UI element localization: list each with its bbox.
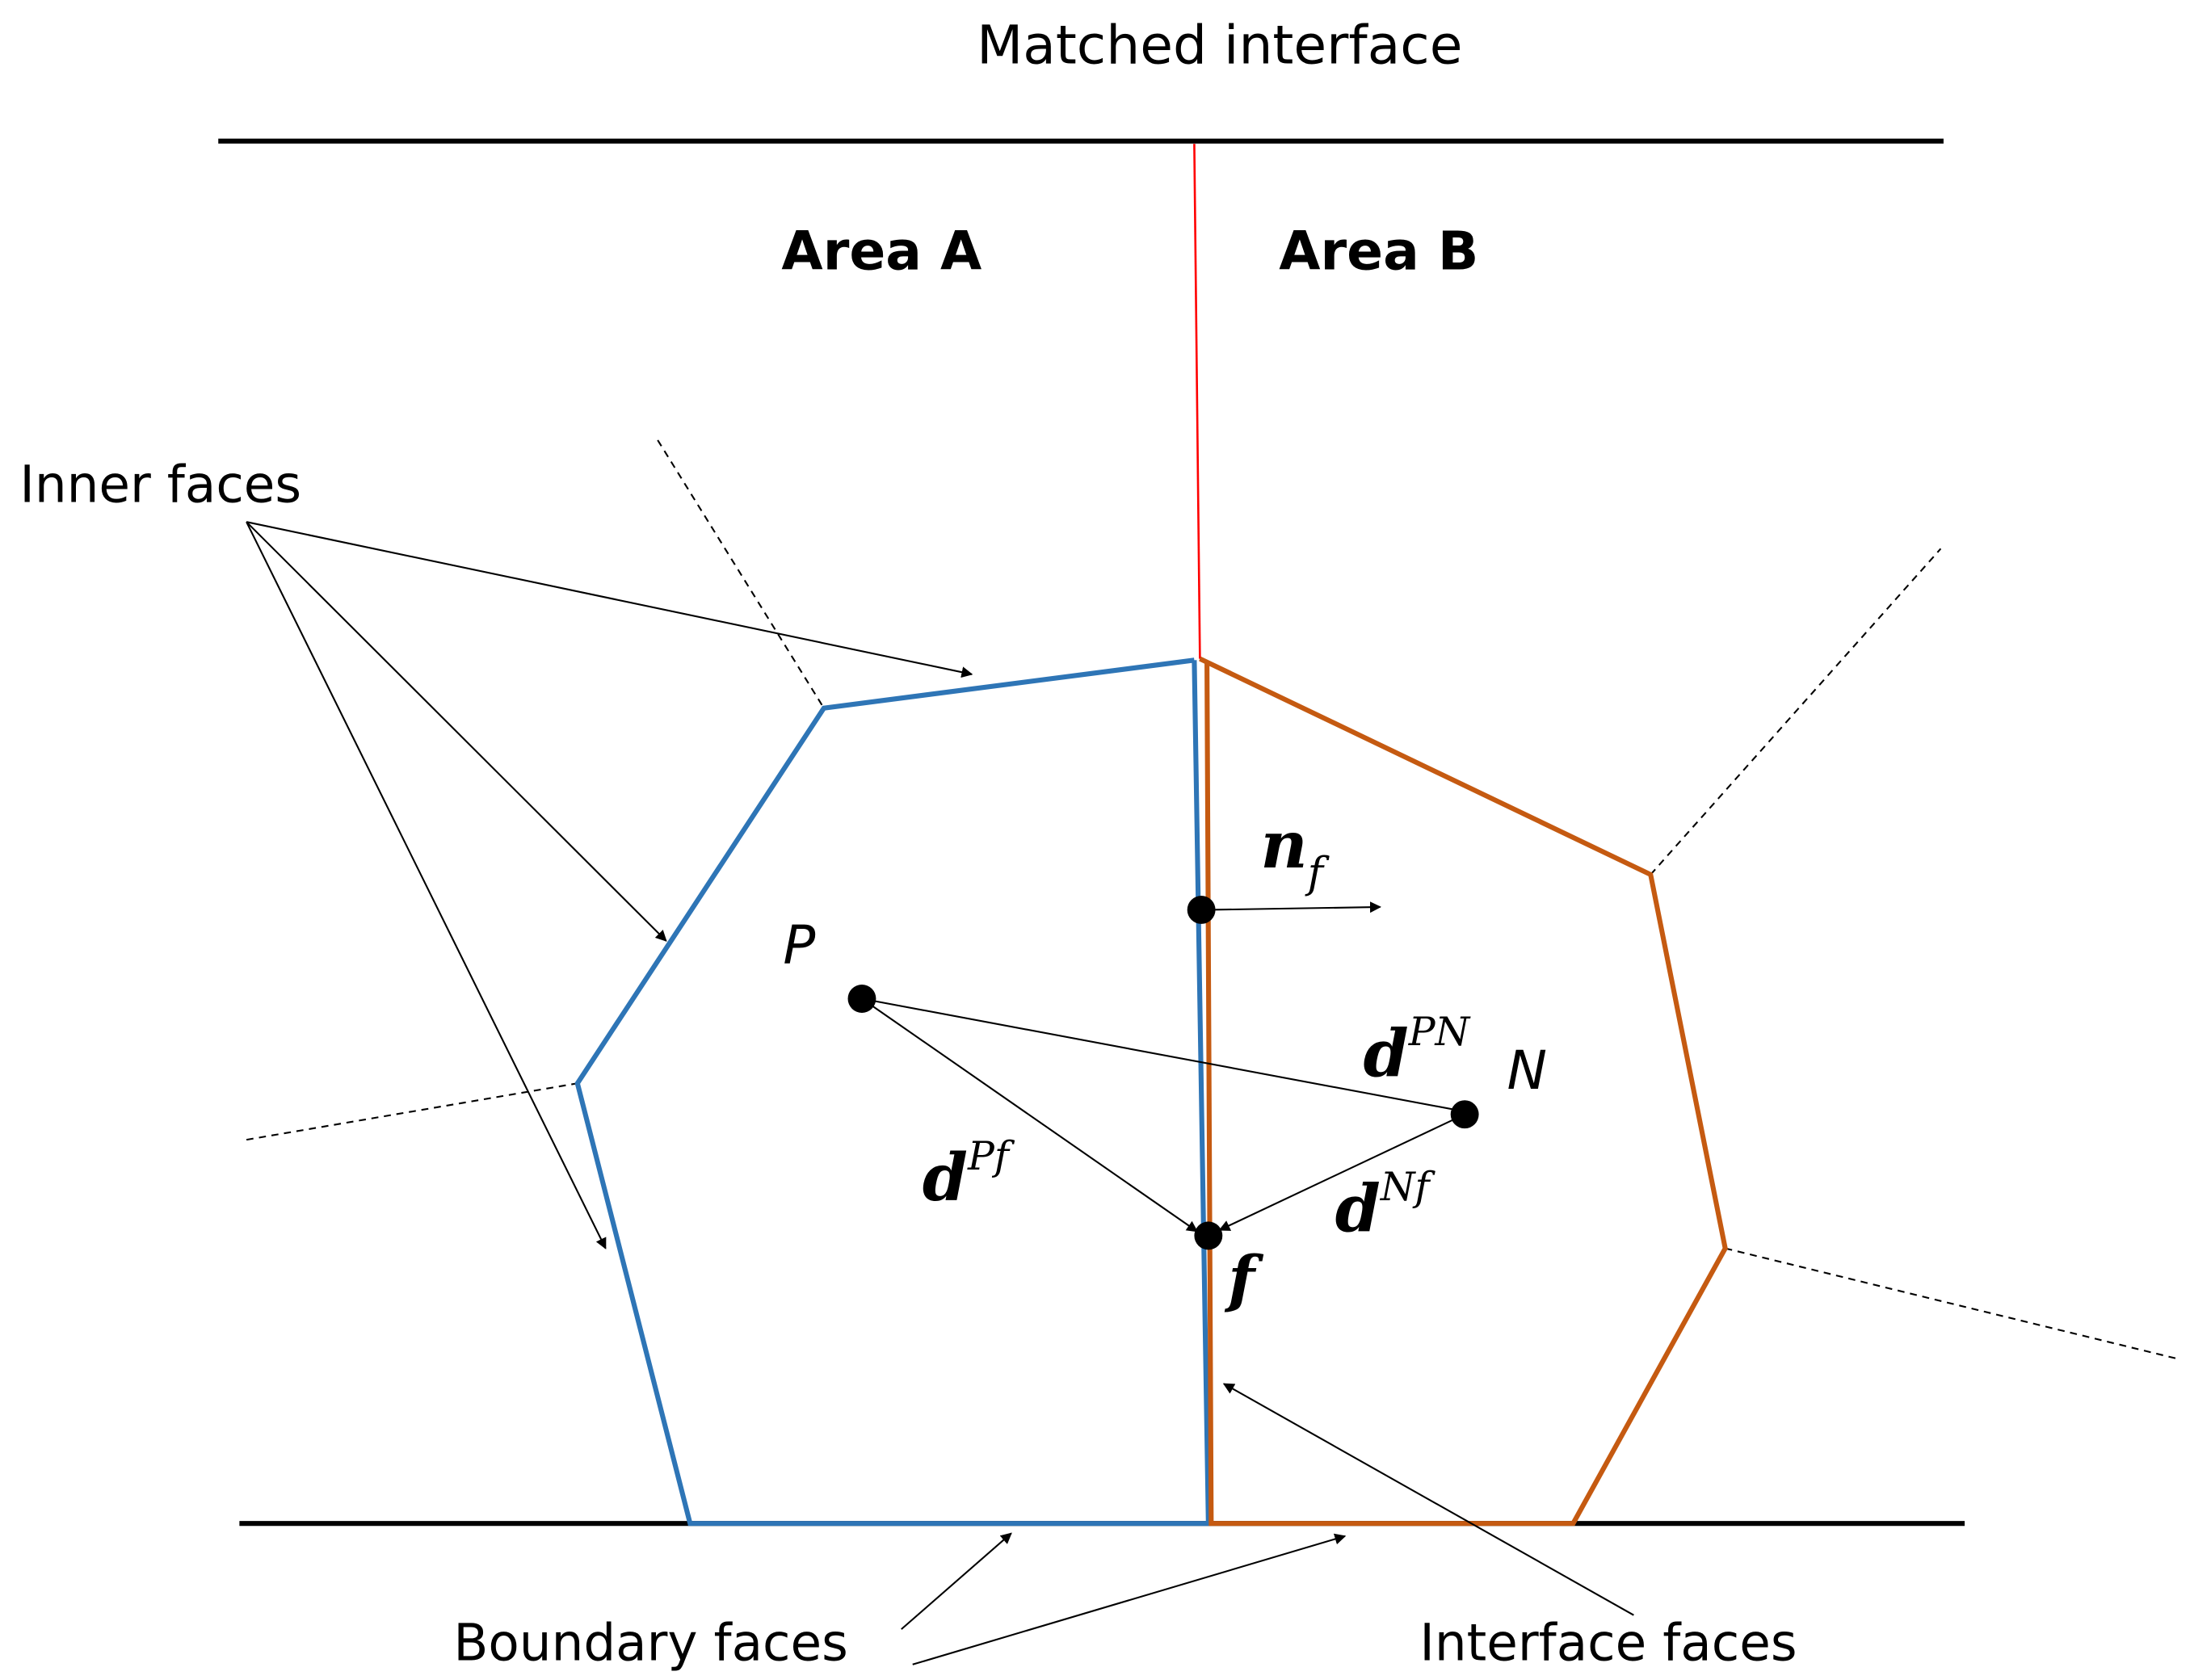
neighbour-dashed-faces [246,439,2176,1359]
point-n-label: N [1507,1039,1547,1102]
d-pn-arrow [861,998,1466,1115]
boundary-faces-arrow-2 [912,1533,1347,1665]
d-pn-superscript: PN [1408,1009,1472,1055]
cell-a-outline [574,657,1211,1527]
normal-vector-arrow [1208,901,1381,914]
d-pf-superscript: Pf [967,1133,1015,1179]
inner-faces-arrow-1 [246,521,973,678]
dashed-face-top-right [1650,548,1942,876]
dashed-face-left [246,1082,578,1141]
matched-interface-line [1193,144,1201,659]
d-nf-base: d [1335,1171,1381,1247]
arrows [246,521,1634,1665]
cell-b-outline [1199,656,1728,1527]
normal-vector-base: n [1260,807,1307,883]
d-pf-base: d [923,1140,968,1216]
boundary-faces-arrow-1 [901,1532,1012,1630]
point-face-normal-origin [1187,895,1216,924]
d-nf-label: dNf [1335,1164,1436,1246]
point-p [847,985,876,1013]
d-pf-label: dPf [923,1133,1015,1216]
matched-interface-label: Matched interface [977,14,1462,77]
d-pf-arrow [861,998,1199,1233]
d-pn-base: d [1364,1015,1409,1091]
interface-faces-arrow [1222,1383,1634,1616]
point-f-label: f [1224,1243,1263,1316]
normal-vector-subscript: f [1305,848,1330,897]
normal-vector-label: nf [1260,807,1330,898]
inner-faces-arrow-2 [246,521,667,942]
area-b-label: Area B [1279,220,1478,283]
d-nf-superscript: Nf [1380,1164,1436,1210]
dashed-face-right [1725,1247,2176,1359]
point-n [1450,1100,1479,1129]
dashed-face-top-left [657,439,825,709]
interface-faces-label: Interface faces [1419,1613,1797,1672]
point-f [1194,1221,1223,1250]
area-a-label: Area A [781,220,982,283]
point-p-label: P [783,914,815,976]
d-pn-label: dPN [1364,1009,1472,1091]
boundary-faces-label: Boundary faces [453,1613,847,1672]
inner-faces-arrow-3 [246,521,607,1250]
inner-faces-label: Inner faces [19,456,301,514]
d-nf-arrow [1218,1113,1465,1231]
